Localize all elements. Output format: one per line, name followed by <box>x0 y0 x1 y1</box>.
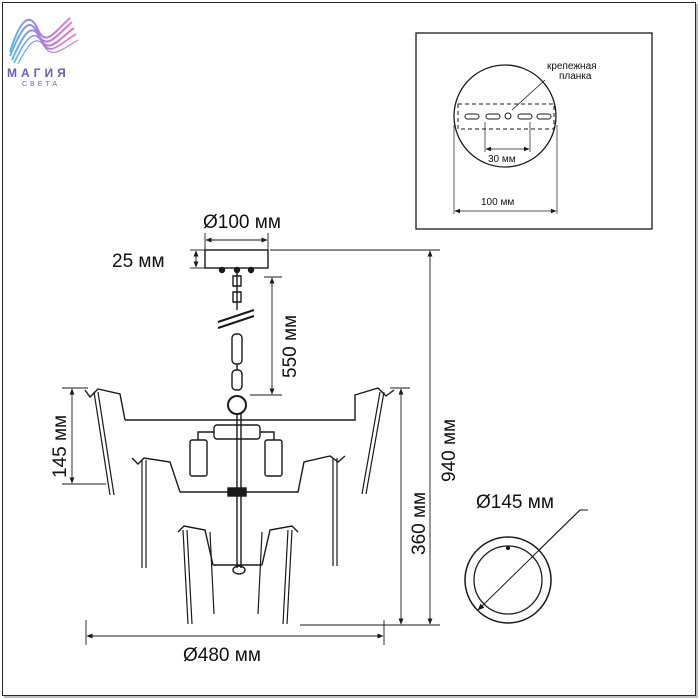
chain-length-label: 550 мм <box>280 315 301 378</box>
body-height-label: 360 мм <box>409 492 430 555</box>
plate-outline <box>453 64 557 168</box>
overall-diameter-label: Ø480 мм <box>183 645 261 666</box>
mounting-label-line2: планка <box>559 71 592 82</box>
ring-detail <box>464 509 588 624</box>
dimension-lines <box>62 233 440 645</box>
total-height-label: 940 мм <box>439 419 460 482</box>
canopy-height-label: 25 мм <box>112 251 165 272</box>
canopy <box>204 249 269 269</box>
brand-tagline: СВЕТА <box>22 81 61 88</box>
ring-diameter-label: Ø145 мм <box>476 492 554 513</box>
chandelier-drawing <box>84 249 395 625</box>
shade-height-label: 145 мм <box>50 415 71 478</box>
brand-logo-icon <box>9 17 79 65</box>
hole-spacing-label: 30 мм <box>488 154 516 165</box>
plate-diameter-label: 100 мм <box>481 197 514 208</box>
mounting-label-line1: крепежная <box>547 61 597 72</box>
mounting-bar <box>457 103 555 130</box>
brand-name: МАГИЯ <box>7 66 70 80</box>
canopy-diameter-label: Ø100 мм <box>203 212 281 233</box>
mounting-plate-inset <box>415 32 653 230</box>
